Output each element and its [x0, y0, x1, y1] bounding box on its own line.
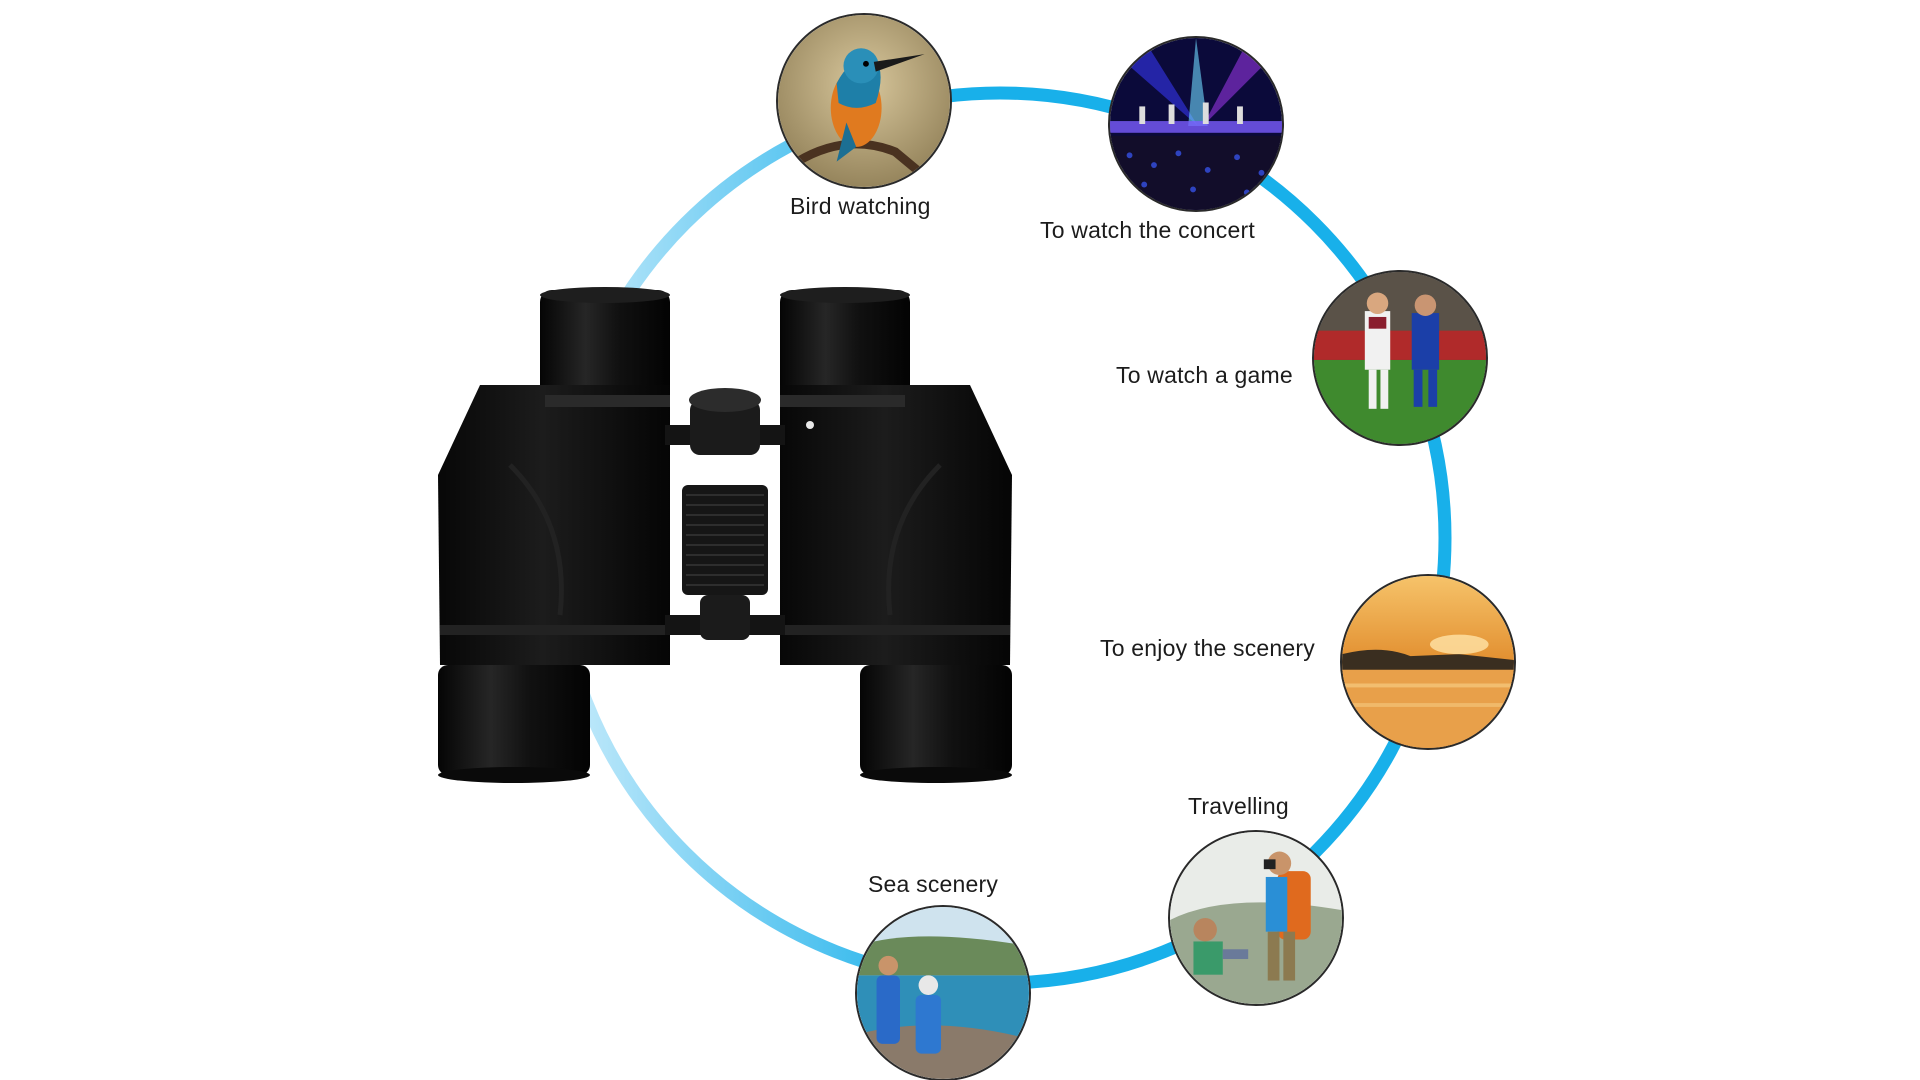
scenery-label: To enjoy the scenery: [1100, 635, 1315, 661]
game-label: To watch a game: [1116, 362, 1293, 388]
bird-watching-photo-icon: [776, 13, 952, 189]
scenery-photo-icon: [1340, 574, 1516, 750]
sea-scenery-photo-icon: [855, 905, 1031, 1080]
concert-label: To watch the concert: [1040, 217, 1255, 243]
football-game-photo-icon: [1312, 270, 1488, 446]
bird-watching-label: Bird watching: [790, 193, 931, 219]
concert-photo-icon: [1108, 36, 1284, 212]
binoculars-product-icon: [438, 287, 1012, 783]
travelling-photo-icon: [1168, 830, 1344, 1006]
sea-scenery-label: Sea scenery: [868, 871, 999, 897]
travelling-label: Travelling: [1188, 793, 1289, 819]
